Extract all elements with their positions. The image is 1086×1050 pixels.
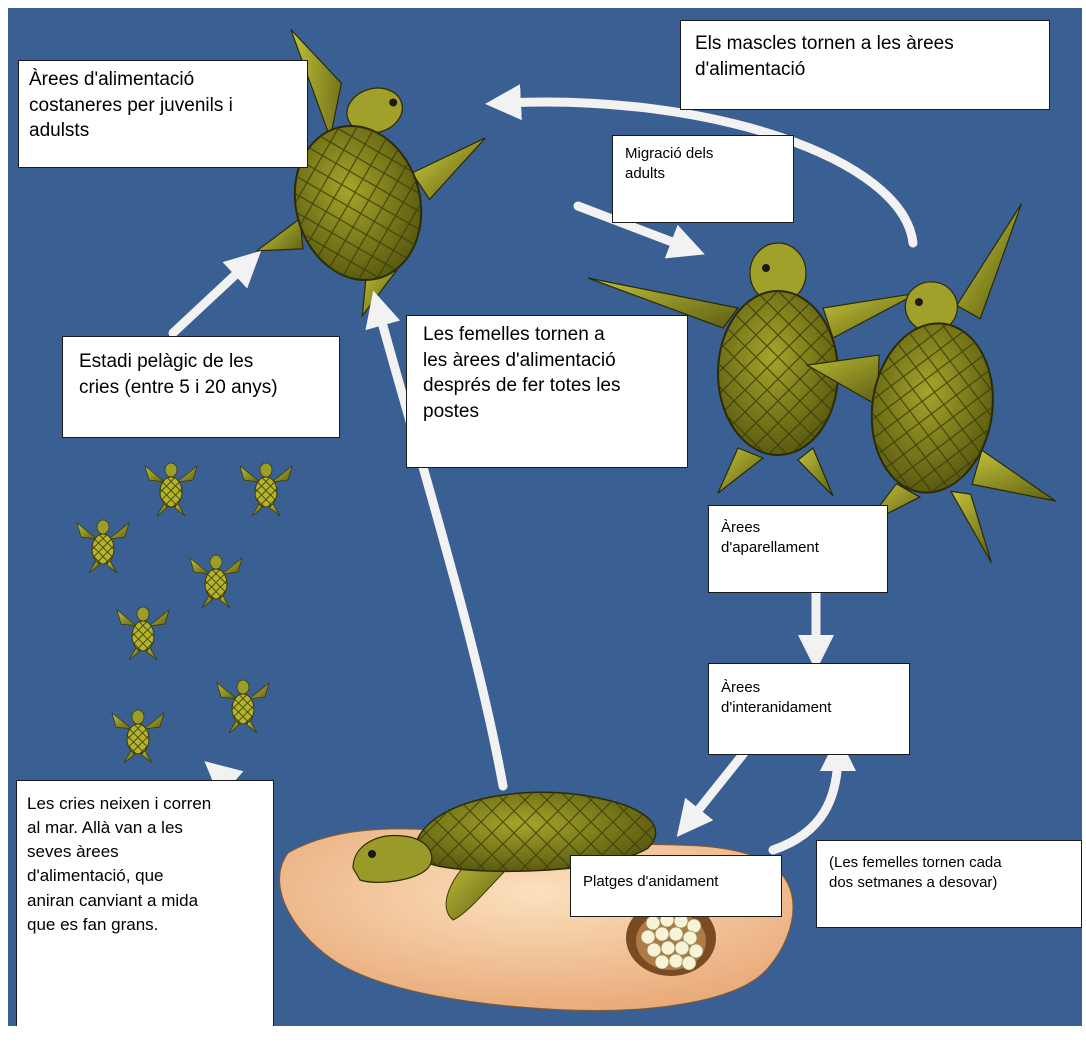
life-cycle-diagram: Àrees d'alimentació costaneres per juven… (8, 8, 1082, 1026)
arrow-internesting-to-beach (688, 748, 748, 823)
label-females-return: Les femelles tornen a les àrees d'alimen… (406, 315, 688, 468)
label-nesting-beaches: Platges d'anidament (570, 855, 782, 917)
label-pelagic-stage: Estadi pelàgic de les cries (entre 5 i 2… (62, 336, 340, 438)
label-internesting-areas: Àrees d'interanidament (708, 663, 910, 755)
label-females-every-two-weeks: (Les femelles tornen cada dos setmanes a… (816, 840, 1082, 928)
label-mating-areas: Àrees d'aparellament (708, 505, 888, 593)
hatchlings-group-icon (77, 463, 292, 763)
label-adult-migration: Migració dels adults (612, 135, 794, 223)
label-hatchlings-to-sea: Les cries neixen i corren al mar. Allà v… (16, 780, 274, 1026)
arrow-beach-to-internesting (773, 753, 838, 850)
arrow-pelagic-to-coastal (173, 263, 248, 333)
adult-turtle-feeding-icon (204, 8, 522, 338)
label-males-return: Els mascles tornen a les àrees d'aliment… (680, 20, 1050, 110)
label-coastal-feeding-areas: Àrees d'alimentació costaneres per juven… (18, 60, 308, 168)
